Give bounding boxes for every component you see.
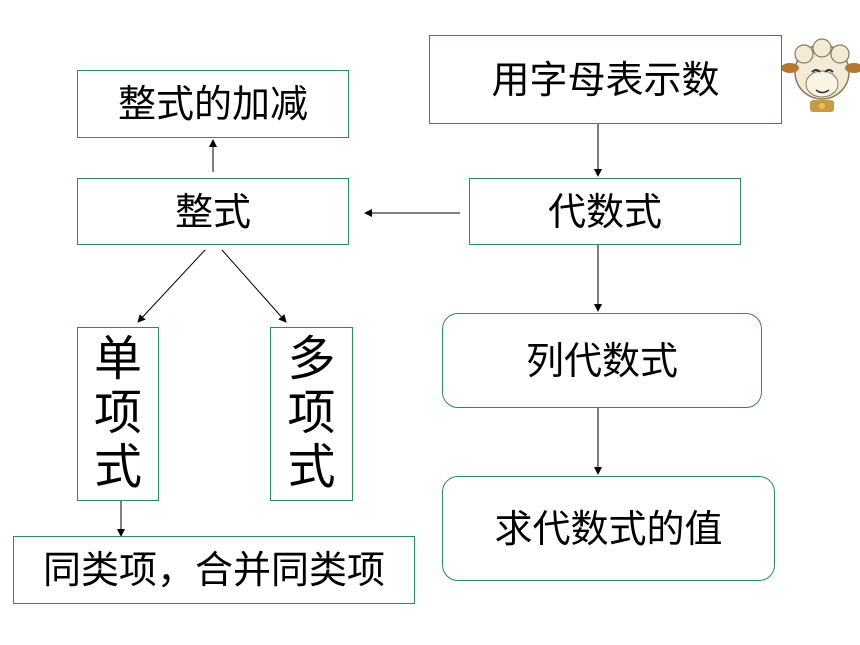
arrow-integral-to-monomial (137, 249, 206, 323)
node-char: 单 (93, 331, 142, 388)
node-monomial: 单 项 式 (77, 327, 159, 501)
node-char: 式 (93, 438, 142, 495)
node-integral-expression: 整式 (77, 178, 349, 245)
node-label: 用字母表示数 (491, 57, 720, 102)
node-label: 代数式 (547, 189, 662, 234)
node-write-expression: 列代数式 (442, 313, 762, 408)
node-add-subtract: 整式的加减 (77, 70, 349, 138)
node-polynomial: 多 项 式 (270, 327, 353, 501)
node-char: 项 (93, 385, 142, 442)
node-label: 求代数式的值 (494, 506, 723, 551)
node-label: 整式的加减 (117, 82, 308, 126)
node-letters-for-numbers: 用字母表示数 (429, 35, 782, 124)
node-evaluate-expression: 求代数式的值 (442, 476, 775, 581)
sheep-mascot-icon (782, 38, 860, 112)
node-char: 项 (287, 385, 336, 442)
node-char: 式 (287, 438, 336, 495)
node-label: 整式 (174, 189, 251, 234)
node-char: 多 (287, 331, 336, 388)
node-algebraic-expression: 代数式 (469, 178, 741, 245)
arrow-integral-to-polynomial (221, 249, 287, 323)
node-label: 同类项，合并同类项 (42, 548, 385, 592)
node-like-terms: 同类项，合并同类项 (13, 536, 415, 604)
node-label: 列代数式 (525, 338, 678, 383)
